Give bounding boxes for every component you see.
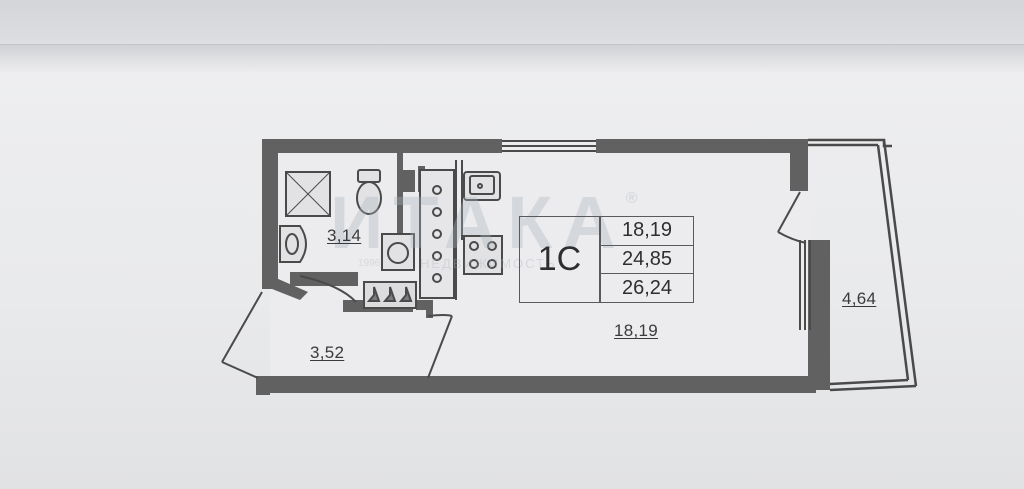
balcony-door — [777, 191, 807, 244]
balcony-window — [799, 240, 811, 330]
balcony-outline — [808, 138, 918, 392]
bathroom-right-wall — [397, 166, 403, 271]
entry-door — [221, 291, 263, 379]
kitchen-door-jamb — [403, 170, 415, 192]
kitchen-counter — [419, 169, 455, 299]
left-wall — [262, 139, 278, 289]
unit-type-badge: 1С — [519, 216, 600, 303]
hallway-area-label: 3,52 — [310, 343, 345, 362]
shower-icon — [285, 171, 331, 217]
top-window — [502, 140, 596, 152]
right-wall-upper — [790, 139, 808, 191]
bathroom-area-label: 3,14 — [327, 226, 362, 245]
bathroom-bottom-wall — [290, 272, 358, 286]
kitchen-wall-bottom — [416, 300, 428, 310]
wardrobe-icon — [363, 281, 417, 309]
bathroom-right-wall-top — [397, 150, 403, 174]
paper-shadow — [0, 44, 1024, 74]
kitchen-partition — [455, 160, 463, 300]
washing-machine-icon — [381, 233, 415, 271]
top-wall-left — [262, 139, 502, 153]
living-room-area-label: 18,19 — [614, 321, 659, 340]
area-summary: 18,19 24,85 26,24 — [600, 216, 694, 303]
bottom-wall — [256, 376, 816, 393]
partition-hall — [426, 300, 433, 318]
right-wall-lower — [808, 240, 830, 390]
sink-icon — [463, 171, 501, 201]
total-with-balcony: 26,24 — [621, 276, 673, 299]
unit-type: 1С — [537, 240, 582, 278]
left-angle-wall — [262, 278, 308, 300]
balcony-area-label: 4,64 — [842, 289, 877, 308]
living-area: 18,19 — [601, 217, 693, 246]
kitchen-door — [427, 314, 453, 379]
washbasin-icon — [279, 225, 307, 263]
bathroom-door — [299, 275, 357, 303]
stove-icon — [463, 235, 503, 275]
total-area: 24,85 — [601, 246, 693, 275]
top-wall-right — [596, 139, 806, 153]
exterior-walls — [256, 139, 830, 395]
toilet-icon — [356, 169, 382, 215]
